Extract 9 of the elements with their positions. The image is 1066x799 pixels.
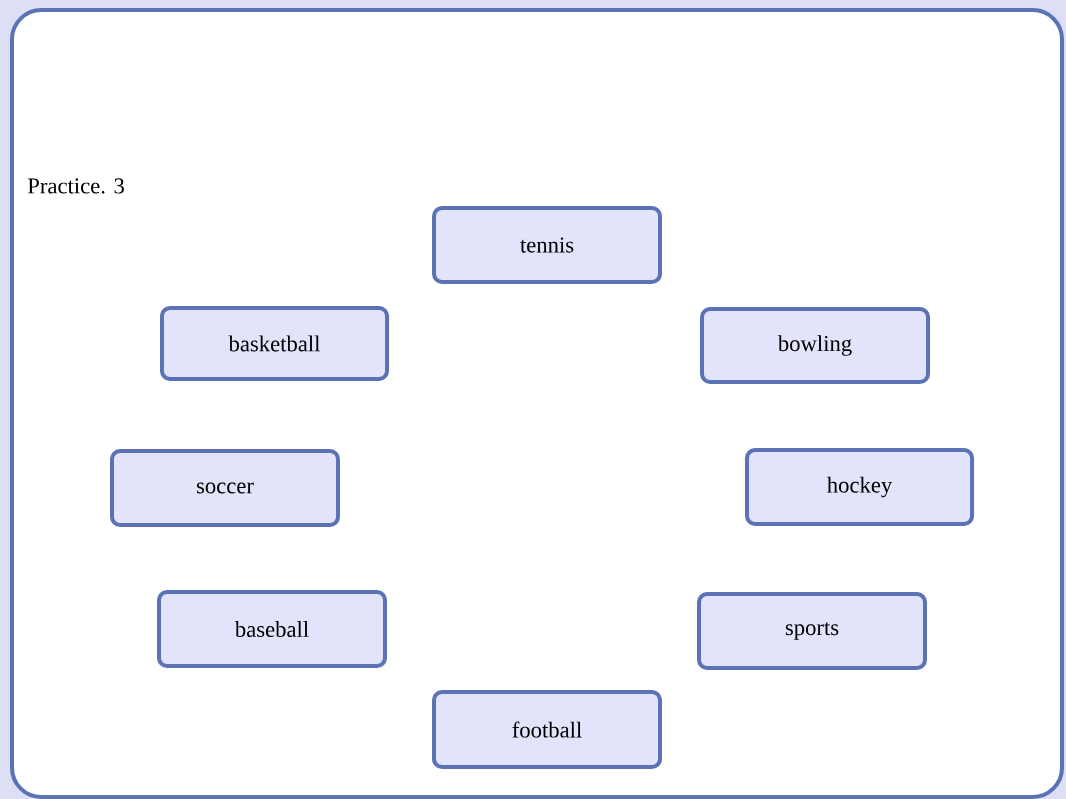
- label-box: football: [432, 690, 662, 769]
- label-box: soccer: [110, 449, 340, 527]
- label-box: baseball: [157, 590, 387, 668]
- label-box: hockey: [745, 448, 975, 526]
- label-box: sports: [697, 592, 927, 670]
- label-box: basketball: [159, 306, 390, 381]
- label-box: bowling: [700, 306, 930, 385]
- heading: Practice. 3: [27, 178, 124, 194]
- label-box: tennis: [432, 206, 662, 284]
